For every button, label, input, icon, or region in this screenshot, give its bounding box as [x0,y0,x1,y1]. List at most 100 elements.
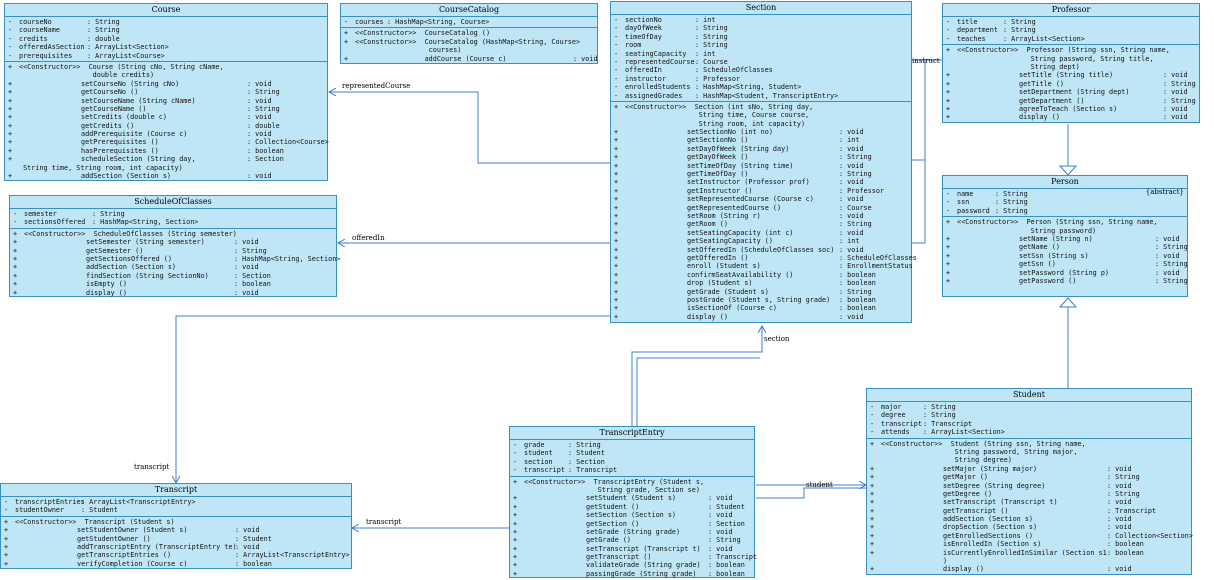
operation-row: ) [867,557,1191,565]
class-title: Transcript [154,485,198,494]
attribute-row: -representedCourse: Course [611,58,911,66]
operation-row: +getDayOfWeek (): String [611,153,911,161]
visibility-marker: - [946,198,951,207]
operation-row: +setOfferedIn (ScheduleOfClasses soc): v… [611,246,911,254]
member-name: addPrerequisite (Course c) [81,130,188,139]
member-name: display () [86,288,127,297]
member-type: : void [839,312,864,321]
class-student[interactable]: Student-major: String-degree: String-tra… [866,388,1193,575]
member-name: String grade, Section se) [524,485,700,494]
class-title: Student [1012,390,1046,399]
member-type: : Transcript [708,553,758,562]
visibility-marker: + [513,511,518,520]
member-type: : String [995,198,1028,207]
member-type: : int [839,136,860,145]
member-type: : Section [247,155,284,164]
member-name: isSectionOf (Course c) [687,304,778,313]
operation-row: +getStudentOwner (): Student [1,535,351,543]
operation-row: String password, String major, [867,448,1191,456]
member-name: getRepresentedCourse () [687,203,782,212]
member-type: : void [839,228,864,237]
member-name: display () [1019,113,1060,122]
attribute-row: -courseName: String [5,26,327,34]
operation-row: +setTranscript (Transcript t): void [510,545,754,553]
class-person[interactable]: Person{abstract}-name: String-ssn: Strin… [942,175,1188,297]
operation-row: +<<Constructor>> Course (String cNo, Str… [5,63,327,71]
member-type: : void [708,527,733,536]
operations-compartment: +<<Constructor>> Transcript (Student s)+… [1,517,351,569]
visibility-marker: + [513,569,518,578]
member-type: : Section [568,457,605,466]
operation-row: +setSectionNo (int no): void [611,128,911,136]
attribute-row: -assignedGrades: HashMap<Student, Transc… [611,92,911,100]
class-title: Section [745,3,777,12]
visibility-marker: - [614,66,619,75]
member-name: getTranscriptEntries () [77,551,172,560]
member-name: courseName [19,26,60,35]
member-type: : void [839,245,864,254]
member-type: : void [1107,481,1132,490]
member-name: setDepartment (String dept) [1019,88,1130,97]
member-type: : void [839,128,864,137]
operation-row: +getTranscript (): Transcript [510,553,758,562]
member-name: assignedGrades [625,91,683,100]
visibility-marker: + [870,481,875,490]
visibility-marker: + [946,46,951,55]
operation-row: +setTitle (String title): void [943,71,1199,79]
class-transcript[interactable]: Transcript-transcriptEntries: ArrayList<… [0,483,352,569]
class-transcriptentry[interactable]: TranscriptEntry-grade: String-student: S… [509,426,758,578]
member-name: String room, int capacity) [625,119,806,128]
member-name: getSsn () [1019,260,1056,269]
visibility-marker: + [614,195,619,204]
member-name: <<Constructor>> Student (String ssn, Str… [881,439,1086,448]
member-type: : Collection<Course> [247,138,329,147]
attribute-row: -transcript: Transcript [867,420,1191,428]
member-name: setCredits (double c) [81,113,167,122]
member-name: validateGrade (String grade) [586,561,701,570]
visibility-marker: + [8,121,13,130]
class-name: ScheduleOfClasses [10,196,336,209]
visibility-marker: + [614,270,619,279]
member-type: : void [1107,464,1132,473]
visibility-marker: - [513,441,518,449]
member-type: : String [839,170,872,179]
visibility-marker: + [946,79,951,88]
member-name: getSemester () [86,246,144,255]
operation-row: +getMajor (): String [867,473,1191,481]
class-professor[interactable]: Professor-title: String-department: Stri… [942,3,1200,123]
visibility-marker: - [946,26,951,35]
visibility-marker: + [8,104,13,113]
member-name: <<Constructor>> Professor (String ssn, S… [957,46,1170,55]
member-type: : void [1163,104,1188,113]
visibility-marker: + [13,280,18,289]
member-type: : void [839,144,864,153]
class-scheduleofclasses[interactable]: ScheduleOfClasses-semester: String-secti… [9,195,340,297]
member-type: : void [234,238,259,247]
class-course[interactable]: Course-courseNo: String-courseName: Stri… [4,3,329,181]
operation-row: +addSection (Section s): void [5,172,327,180]
member-type: : ScheduleOfClasses [695,66,773,75]
visibility-marker: + [4,559,9,568]
class-section[interactable]: Section-sectionNo: int-dayOfWeek: String… [610,1,917,323]
member-name: getStudent () [586,502,640,511]
member-type: : Transcript [568,466,618,475]
operation-row: +setInstructor (Professor prof): void [611,178,911,186]
class-coursecatalog[interactable]: CourseCatalog-courses: HashMap<String, C… [340,3,598,64]
member-type: : ArrayList<Section> [87,43,169,52]
member-type: : String [1107,473,1140,482]
operation-row: +setTimeOfDay (String time): void [611,162,911,170]
member-type: : String [708,536,741,545]
visibility-marker: - [4,506,9,515]
attribute-row: -credits: double [5,35,327,43]
visibility-marker: - [946,190,951,198]
operation-row: +getSeatingCapacity (): int [611,237,911,245]
operation-row: String dept) [943,63,1199,71]
instructor-label: instructor [912,57,940,65]
visibility-marker: + [870,506,875,515]
visibility-marker: + [946,234,951,243]
member-type: : String [839,220,872,229]
class-name: Student [867,389,1191,402]
member-type: : String [695,41,728,50]
class-title: Course [151,5,181,14]
member-type: : void [247,79,272,88]
